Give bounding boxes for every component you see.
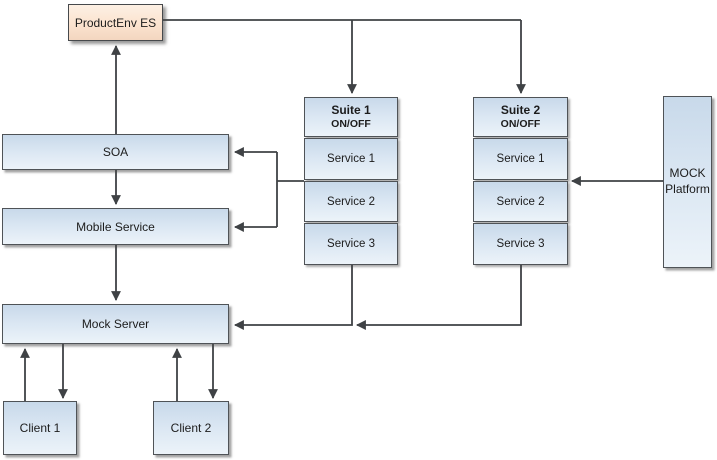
suite-1-title: Suite 1 (331, 102, 371, 117)
node-suite-1: Suite 1 ON/OFF Service 1 Service 2 Servi… (304, 97, 398, 266)
node-client-2: Client 2 (153, 401, 229, 455)
suite-2-service-1: Service 1 (473, 138, 568, 180)
node-productenv-es: ProductEnv ES (68, 4, 163, 41)
productenv-es-label: ProductEnv ES (74, 15, 157, 30)
client-1-label: Client 1 (19, 421, 61, 435)
node-suite-2: Suite 2 ON/OFF Service 1 Service 2 Servi… (473, 97, 568, 266)
suite-2-toggle: ON/OFF (500, 117, 541, 130)
client-2-label: Client 2 (170, 421, 212, 435)
soa-label: SOA (102, 145, 129, 159)
node-mobile-service: Mobile Service (2, 208, 229, 245)
suite-2-service-2: Service 2 (473, 180, 568, 223)
suite-1-service-3: Service 3 (304, 223, 398, 266)
node-mock-server: Mock Server (2, 304, 229, 344)
mock-server-label: Mock Server (81, 317, 150, 331)
arrow-suite1-to-mockserver (234, 265, 353, 330)
suite-1-service-2: Service 2 (304, 180, 398, 223)
suite-2-title: Suite 2 (500, 102, 541, 117)
suite-1-service-1: Service 1 (304, 138, 398, 180)
suite-1-header: Suite 1 ON/OFF (304, 97, 398, 137)
suite-2-header: Suite 2 ON/OFF (473, 97, 568, 137)
mock-platform-line-2: Platform (665, 182, 710, 196)
suite-1-toggle: ON/OFF (331, 117, 371, 130)
mock-platform-line-1: MOCK (669, 166, 706, 181)
suite-2-service-3: Service 3 (473, 223, 568, 266)
arrow-suite2-to-junction (356, 265, 522, 330)
mobile-service-label: Mobile Service (76, 219, 155, 234)
node-client-1: Client 1 (3, 401, 77, 455)
node-mock-platform: MOCK Platform (663, 96, 712, 268)
mock-platform-label: MOCK Platform (665, 166, 710, 197)
node-soa: SOA (2, 134, 229, 170)
